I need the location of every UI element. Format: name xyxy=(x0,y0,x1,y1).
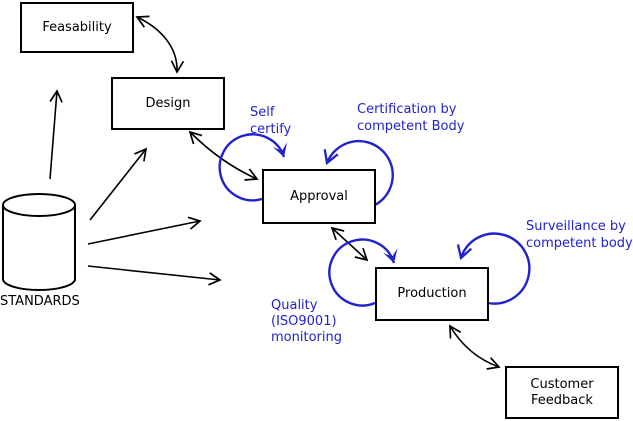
standards-label: STANDARDS xyxy=(0,294,80,309)
loop-surveillance xyxy=(461,232,531,305)
arrow-design-approval xyxy=(188,130,259,181)
node-customer-feedback-label: Customer Feedback xyxy=(530,376,594,408)
arrow-approval-production xyxy=(330,226,369,262)
annotation-quality: Quality (ISO9001) monitoring xyxy=(271,298,342,345)
node-customer-feedback: Customer Feedback xyxy=(505,366,619,419)
node-production: Production xyxy=(375,267,489,321)
node-approval: Approval xyxy=(262,169,376,224)
loop-quality-monitoring xyxy=(328,238,398,307)
annotation-surveillance: Surveillance by competent body xyxy=(526,219,633,251)
arrow-standards-to-approval xyxy=(87,216,202,245)
node-design: Design xyxy=(111,77,225,130)
standards-cylinder-icon xyxy=(2,193,76,291)
node-feasability-label: Feasability xyxy=(42,19,112,35)
node-production-label: Production xyxy=(397,286,467,301)
annotation-certification: Certification by competent Body xyxy=(357,102,465,134)
annotation-self-certify: Self certify xyxy=(250,105,292,137)
arrow-production-customer-feedback xyxy=(449,324,501,370)
loop-self-certify xyxy=(218,133,288,202)
node-design-label: Design xyxy=(145,95,191,111)
loop-certification xyxy=(327,139,394,207)
arrow-standards-to-feasability xyxy=(49,89,63,180)
node-approval-label: Approval xyxy=(290,188,348,204)
arrow-standards-to-production xyxy=(87,265,222,286)
node-feasability: Feasability xyxy=(20,2,134,53)
arrow-feasability-design xyxy=(135,15,185,74)
arrow-standards-to-design xyxy=(89,147,148,221)
